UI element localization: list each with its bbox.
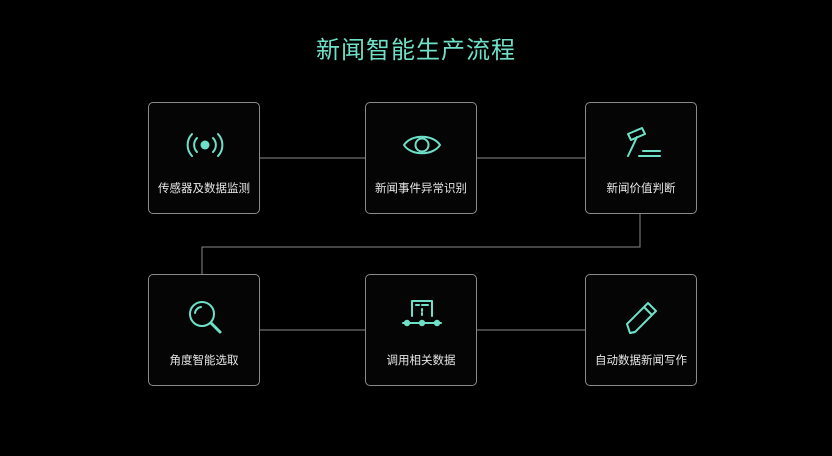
- step-label: 新闻价值判断: [606, 181, 676, 195]
- flow-step-value-judgment: 新闻价值判断: [585, 102, 697, 214]
- flow-step-anomaly-detection: 新闻事件异常识别: [365, 102, 477, 214]
- eye-icon: [402, 135, 442, 155]
- pencil-icon: [626, 302, 657, 334]
- gavel-icon: [627, 127, 661, 157]
- flow-step-auto-writing: 自动数据新闻写作: [585, 274, 697, 386]
- step-label: 新闻事件异常识别: [375, 181, 467, 195]
- step-label: 角度智能选取: [169, 353, 239, 367]
- data-flow-icon: [402, 300, 442, 327]
- step-label: 传感器及数据监测: [158, 181, 250, 195]
- magnifier-icon: [189, 301, 222, 334]
- flow-step-data-retrieval: 调用相关数据: [365, 274, 477, 386]
- step-label: 调用相关数据: [386, 353, 456, 367]
- step-label: 自动数据新闻写作: [595, 353, 687, 367]
- diagram-title: 新闻智能生产流程: [316, 36, 516, 64]
- connector-3-4: [201, 214, 641, 274]
- flow-step-angle-selection: 角度智能选取: [148, 274, 260, 386]
- broadcast-signal-icon: [186, 133, 224, 157]
- flow-step-sensor-monitoring: 传感器及数据监测: [148, 102, 260, 214]
